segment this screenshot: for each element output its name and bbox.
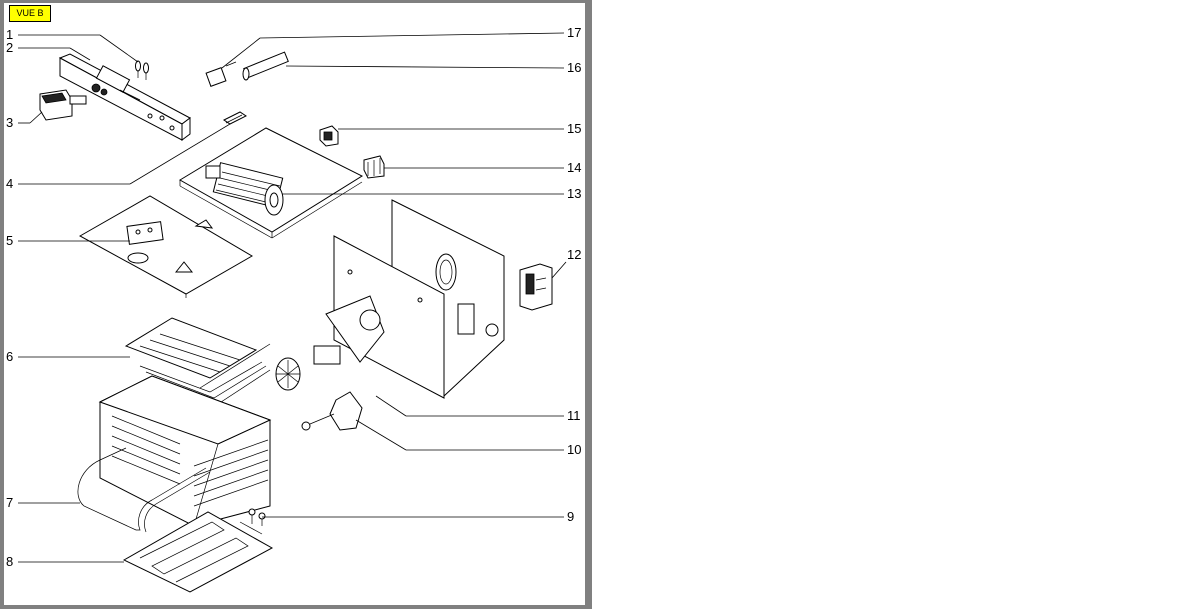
oven-cavity xyxy=(98,375,272,527)
callout-17: 17 xyxy=(567,25,581,40)
callout-7: 7 xyxy=(6,495,13,510)
exploded-view-diagram: 1 2 3 4 5 6 7 8 9 10 11 12 13 14 15 16 1… xyxy=(6,25,581,593)
part-4-bracket xyxy=(223,111,247,125)
part-14-terminal-block xyxy=(363,155,385,179)
callout-13: 13 xyxy=(567,186,581,201)
part-9-screws xyxy=(248,508,266,526)
part-16-tube-element xyxy=(242,51,289,81)
callout-1: 1 xyxy=(6,27,13,42)
callout-15: 15 xyxy=(567,121,581,136)
leader-lines xyxy=(18,32,567,563)
callout-labels: 1 2 3 4 5 6 7 8 9 10 11 12 13 14 15 16 1… xyxy=(6,25,581,569)
callout-6: 6 xyxy=(6,349,13,364)
part-10-lamp-holder xyxy=(301,391,363,431)
callout-4: 4 xyxy=(6,176,13,191)
part-12-electronic-unit xyxy=(519,263,553,311)
callout-2: 2 xyxy=(6,40,13,55)
callout-14: 14 xyxy=(567,160,581,175)
part-6-grill-element xyxy=(124,317,271,405)
part-2-control-panel xyxy=(58,53,191,141)
part-15-cap xyxy=(319,125,339,147)
part-11-fan-motor xyxy=(275,295,385,391)
callout-9: 9 xyxy=(567,509,574,524)
callout-12: 12 xyxy=(567,247,581,262)
view-badge: VUE B xyxy=(9,5,51,22)
part-3-switch xyxy=(39,89,87,121)
part-7-side-element xyxy=(77,447,211,533)
callout-8: 8 xyxy=(6,554,13,569)
part-17-connector xyxy=(205,61,237,87)
part-5-top-sheet xyxy=(78,195,253,298)
back-panel xyxy=(333,199,505,399)
callout-11: 11 xyxy=(567,408,581,423)
callout-16: 16 xyxy=(567,60,581,75)
part-13-fan-assembly xyxy=(179,127,364,239)
callout-5: 5 xyxy=(6,233,13,248)
callout-3: 3 xyxy=(6,115,13,130)
callout-10: 10 xyxy=(567,442,581,457)
part-1-pins xyxy=(135,60,149,80)
part-8-bottom-element xyxy=(122,511,274,593)
